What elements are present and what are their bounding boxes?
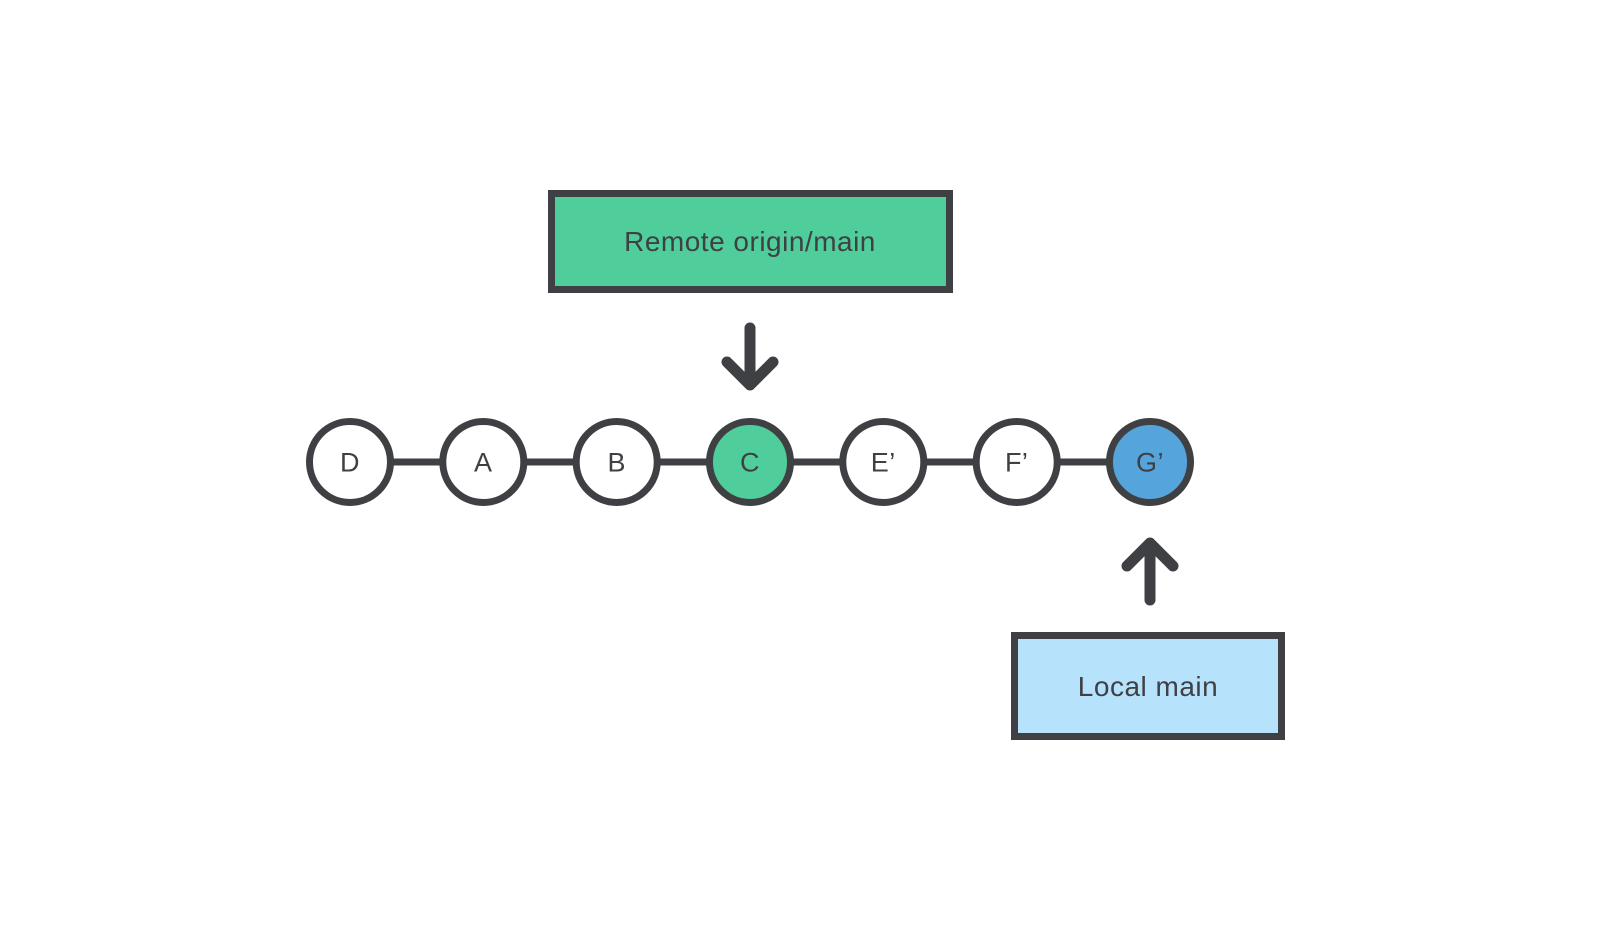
commit-label: F’ <box>1005 448 1029 478</box>
up-arrow-icon <box>1121 537 1179 606</box>
commit-label: E’ <box>871 448 896 478</box>
commit-label: D <box>340 448 360 478</box>
commit-node: A <box>439 418 528 506</box>
commit-node: E’ <box>839 418 928 506</box>
remote-branch-box <box>548 190 953 293</box>
commit-circle <box>439 418 528 506</box>
commit-node: D <box>306 418 394 506</box>
commit-circle <box>972 418 1061 506</box>
commit-label: B <box>607 448 626 478</box>
commit-node: B <box>572 418 661 506</box>
remote-branch-label: Remote origin/main <box>624 226 876 257</box>
commit-label: C <box>740 448 760 478</box>
commit-node: F’ <box>972 418 1061 506</box>
commit-circle <box>572 418 661 506</box>
local-branch-label: Local main <box>1078 671 1218 702</box>
remote-branch-ref: Remote origin/main <box>548 190 953 293</box>
commit-node: G’ <box>1106 418 1194 506</box>
commit-circle <box>1106 418 1194 506</box>
down-arrow-icon <box>721 322 779 391</box>
commit-node: C <box>706 418 794 506</box>
local-branch-ref: Local main <box>1011 632 1285 740</box>
commit-circle <box>706 418 794 506</box>
local-branch-box <box>1011 632 1285 740</box>
commit-circle <box>839 418 928 506</box>
commit-circle <box>306 418 394 506</box>
commit-label: G’ <box>1136 448 1164 478</box>
commit-label: A <box>474 448 493 478</box>
